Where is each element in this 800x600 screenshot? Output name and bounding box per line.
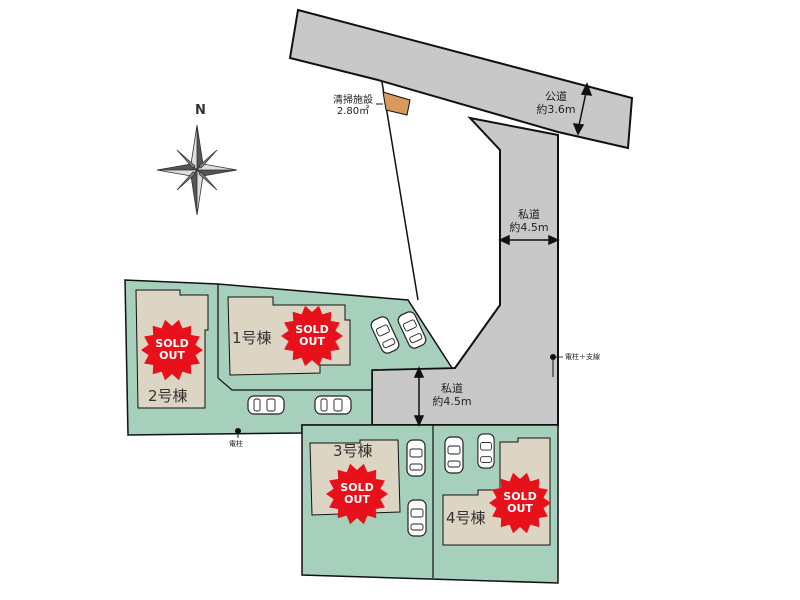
starburst-icon	[489, 472, 551, 534]
starburst-icon	[281, 305, 343, 367]
private-road-branch-label: 私道 約4.5m	[424, 382, 480, 408]
car-icon	[444, 436, 464, 474]
private-road	[371, 116, 559, 426]
facility-label: 清掃施設 2.80㎡	[328, 95, 378, 117]
road-name: 公道	[545, 90, 567, 103]
facility-name: 清掃施設	[333, 95, 373, 106]
badge-text: SOLD	[503, 490, 537, 503]
road-width: 約3.6m	[536, 103, 576, 116]
car-icon	[407, 499, 427, 537]
building-number-2: 2号棟	[148, 387, 188, 405]
compass-rose-icon	[156, 124, 238, 216]
boundary-line	[381, 81, 419, 301]
dimension-arrow	[376, 82, 593, 427]
badge-text: SOLD	[295, 323, 329, 336]
utility-pole-icon	[235, 354, 563, 438]
badge-text: SOLD	[155, 337, 189, 350]
sold-out-badge: SOLD OUT	[488, 471, 552, 535]
badge-text: OUT	[507, 502, 533, 515]
building-number-4: 4号棟	[446, 509, 486, 527]
starburst-icon	[141, 319, 203, 381]
sold-out-badge: SOLD OUT	[280, 304, 344, 368]
public-road-label: 公道 約3.6m	[530, 90, 582, 116]
badge-text: OUT	[344, 493, 370, 506]
private-road-label: 私道 約4.5m	[503, 208, 555, 234]
building-number-3: 3号棟	[333, 442, 373, 460]
pole-guy-label: 電柱＋支線	[565, 353, 600, 361]
car-icon	[406, 439, 426, 477]
compass-north-label: N	[195, 103, 206, 118]
public-road	[288, 8, 634, 150]
road-name: 私道	[441, 382, 463, 395]
car-icon	[314, 395, 352, 415]
road-width: 約4.5m	[509, 221, 549, 234]
sold-out-badge: SOLD OUT	[140, 318, 204, 382]
road-width: 約4.5m	[432, 395, 472, 408]
car-icon	[247, 395, 285, 415]
sold-out-badge: SOLD OUT	[325, 462, 389, 526]
car-icon	[477, 433, 495, 469]
building-number-1: 1号棟	[232, 329, 272, 347]
pole-label: 電柱	[229, 440, 243, 448]
lot-divider	[217, 284, 372, 391]
facility-area: 2.80㎡	[336, 106, 370, 117]
cleaning-facility	[382, 91, 411, 116]
starburst-icon	[326, 463, 388, 525]
road-name: 私道	[518, 208, 540, 221]
badge-text: SOLD	[340, 481, 374, 494]
badge-text: OUT	[159, 349, 185, 362]
badge-text: OUT	[299, 335, 325, 348]
